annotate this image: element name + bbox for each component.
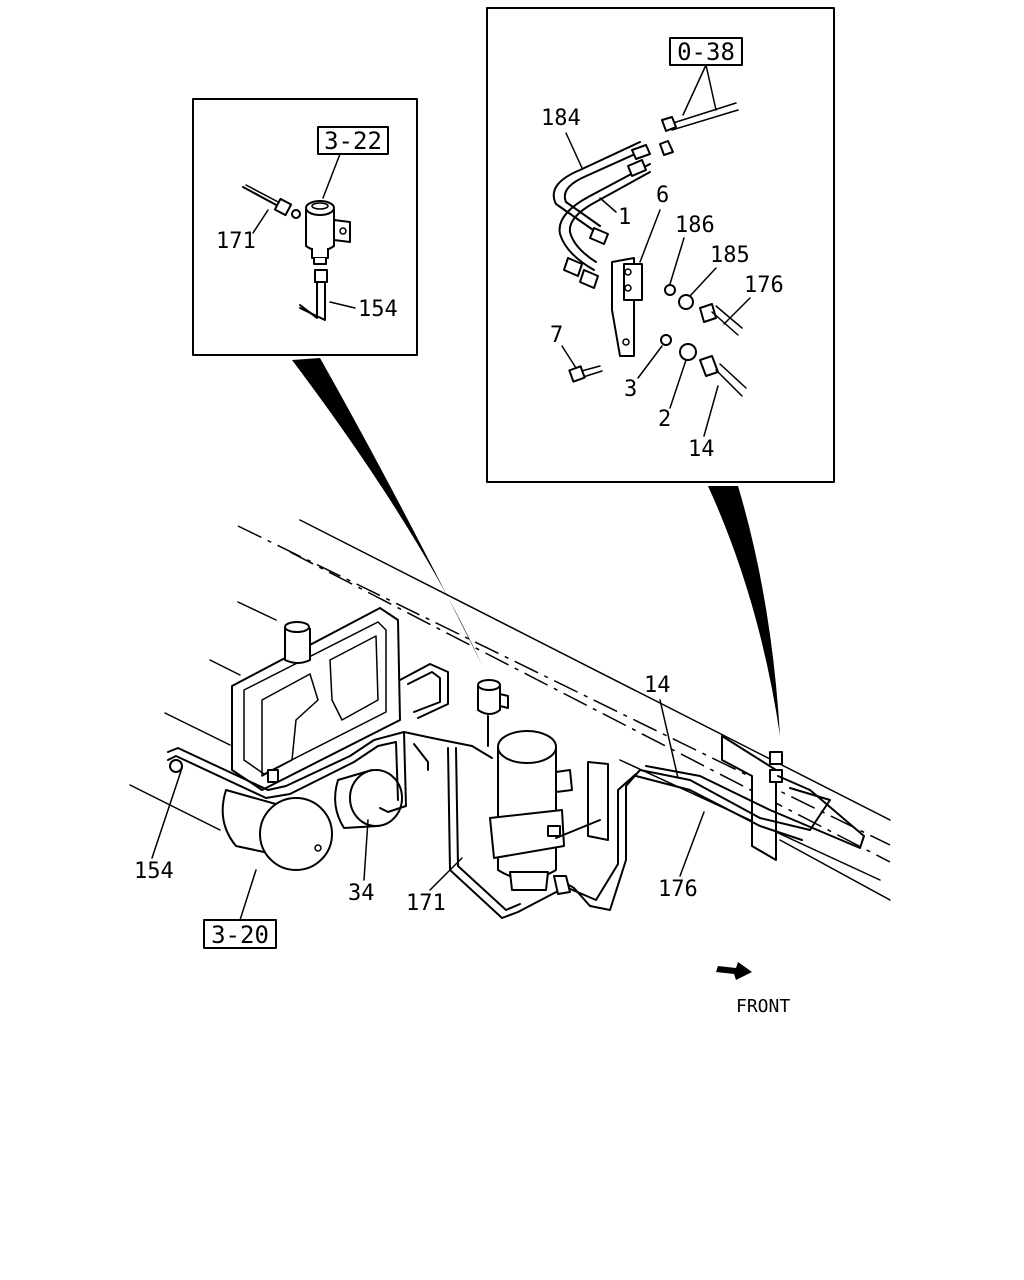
front-arrow-icon [716, 962, 752, 980]
part-valve-mounted [477, 679, 509, 715]
front-label: FRONT [736, 996, 790, 1017]
leader-line [252, 209, 269, 234]
label-14: 14 [688, 437, 715, 462]
leader-line [679, 811, 705, 877]
label-1: 1 [618, 205, 631, 230]
part-3-washer [660, 334, 672, 346]
label-34: 34 [348, 881, 375, 906]
fitting [661, 116, 677, 132]
leader-line [363, 819, 369, 881]
label-171: 171 [216, 229, 256, 254]
label-184: 184 [541, 106, 581, 131]
part-14-pipe [715, 363, 747, 397]
pipe-runs [167, 663, 865, 919]
inset-frame [192, 98, 418, 356]
inset-3-22: 3-22 171 154 [192, 98, 418, 356]
frame-rail-line [299, 519, 891, 821]
leader-line [565, 132, 583, 169]
mounting-plate-inner [243, 621, 387, 775]
frame-rail-line [164, 712, 231, 746]
part-7-bolt [568, 365, 603, 383]
leader-line [239, 869, 257, 921]
fitting [659, 140, 674, 156]
label-185: 185 [710, 243, 750, 268]
part-3-20-tank [221, 789, 333, 871]
leader-line [689, 267, 717, 297]
label-6: 6 [656, 183, 669, 208]
pipe [669, 102, 739, 131]
label-154: 154 [358, 297, 398, 322]
part-14-fitting [699, 355, 719, 377]
inset-frame [486, 7, 835, 483]
part-valve [305, 200, 351, 265]
frame-rail-line [779, 839, 891, 901]
leader-line [703, 385, 719, 437]
main-assembly: 14 154 34 171 176 3-20 FRONT [129, 519, 891, 1017]
part-185-nut [678, 294, 694, 310]
leader-line [682, 64, 717, 116]
part-184-hose [552, 141, 651, 245]
mounting-plate [231, 607, 401, 791]
label-3: 3 [624, 377, 637, 402]
label-2: 2 [658, 407, 671, 432]
ref-box [317, 126, 389, 155]
frame-rail-line [209, 659, 241, 676]
label-176: 176 [658, 877, 698, 902]
part-cylinder-top [284, 621, 311, 664]
leader-line [322, 153, 341, 199]
leader-line [669, 237, 685, 285]
leader-line [561, 345, 577, 369]
part-air-dryer [489, 730, 609, 891]
frame-centerline [237, 525, 891, 846]
label-7: 7 [550, 323, 563, 348]
label-171: 171 [406, 891, 446, 916]
ref-label: 3-20 [211, 921, 269, 949]
part-2-nut [679, 343, 697, 361]
part-frame-bracket [721, 735, 783, 861]
ref-label: 0-38 [677, 38, 735, 66]
inset-0-38: 0-38 [486, 7, 835, 483]
frame-centerline [289, 551, 891, 863]
leader-line [669, 359, 687, 409]
leader-line [429, 857, 463, 891]
frame-rail-line [237, 601, 277, 621]
leader-line [659, 699, 679, 779]
part-6-bracket [611, 257, 643, 357]
part-186-washer [664, 284, 676, 296]
leader-line [599, 197, 617, 213]
part-1-hose [558, 159, 651, 289]
label-186: 186 [675, 213, 715, 238]
ref-label: 3-22 [324, 127, 382, 155]
part-176-fitting [699, 303, 717, 323]
part-154-pipe [299, 269, 328, 321]
leader-line [723, 297, 751, 325]
label-176: 176 [744, 273, 784, 298]
frame-rail-line [129, 784, 221, 831]
leader-line [637, 345, 663, 379]
leader-line [151, 767, 183, 859]
leader-line [329, 301, 356, 309]
leader-line [639, 209, 661, 263]
callout-wedge [708, 486, 780, 736]
label-154: 154 [134, 859, 174, 884]
part-171-bolt [242, 184, 301, 219]
label-14: 14 [644, 673, 671, 698]
part-34-tank [334, 769, 403, 829]
